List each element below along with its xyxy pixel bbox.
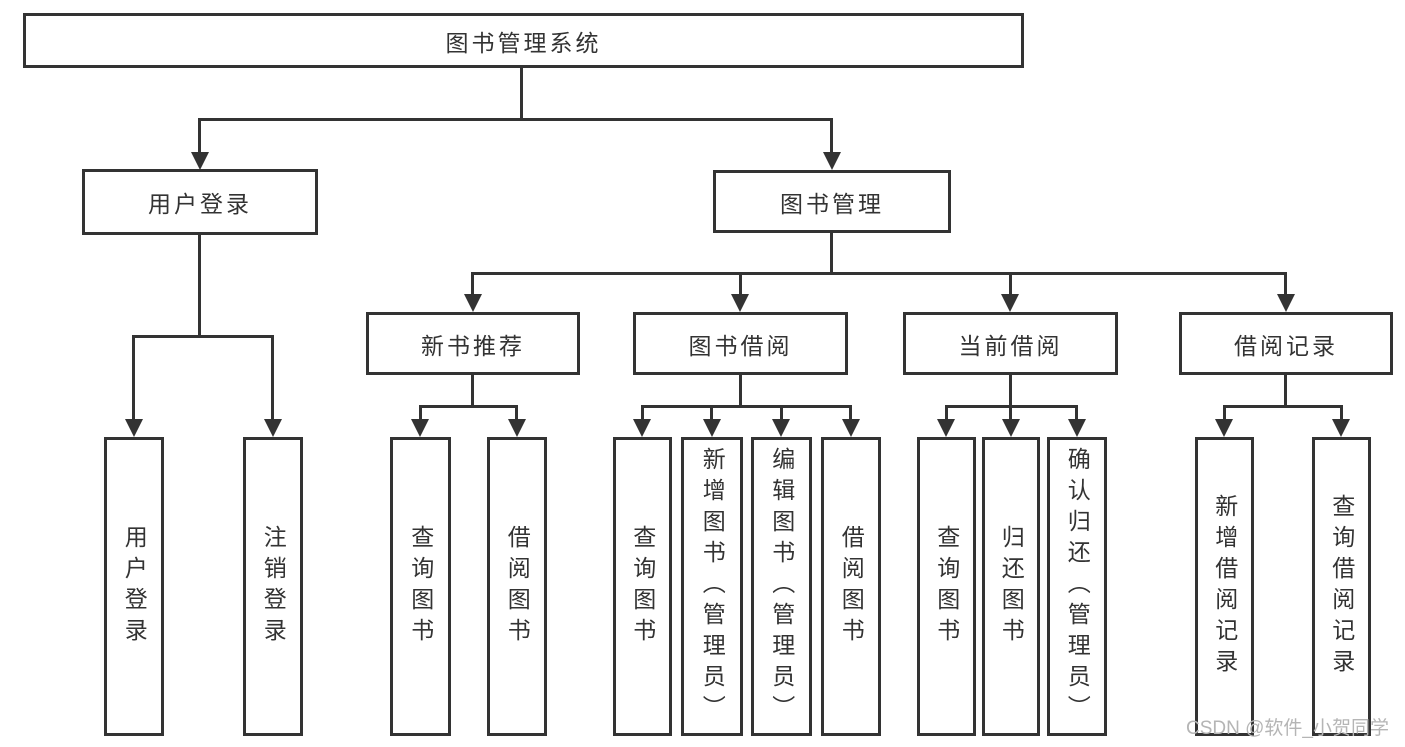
connector-line xyxy=(641,408,644,421)
arrowhead-down xyxy=(1001,294,1019,312)
connector-line xyxy=(830,233,833,275)
connector-line xyxy=(739,275,742,297)
connector-line xyxy=(132,338,135,421)
arrowhead-down xyxy=(1215,419,1233,437)
connector-line xyxy=(1284,275,1287,297)
arrowhead-down xyxy=(1068,419,1086,437)
node-new-book-recommend: 新书推荐 xyxy=(366,312,580,375)
connector-line xyxy=(1009,408,1012,421)
connector-line xyxy=(739,375,742,408)
leaf-label: 借阅图书 xyxy=(838,524,865,649)
arrowhead-down xyxy=(772,419,790,437)
leaf-label: 归还图书 xyxy=(998,524,1025,649)
arrowhead-down xyxy=(411,419,429,437)
connector-line xyxy=(945,408,948,421)
node-label: 当前借阅 xyxy=(958,332,1063,359)
connector-line xyxy=(198,235,201,338)
node-borrow-records: 借阅记录 xyxy=(1179,312,1393,375)
connector-line xyxy=(945,405,1078,408)
leaf-label: 查询图书 xyxy=(629,524,656,649)
node-book-management: 图书管理 xyxy=(713,170,951,233)
arrowhead-down xyxy=(1002,419,1020,437)
connector-line xyxy=(1284,375,1287,408)
arrowhead-down xyxy=(1277,294,1295,312)
leaf-borrowing-borrow-books: 借阅图书 xyxy=(821,437,881,736)
connector-line xyxy=(198,118,833,121)
leaf-label: 查询图书 xyxy=(933,524,960,649)
node-root-system: 图书管理系统 xyxy=(23,13,1024,68)
leaf-records-add-record: 新增借阅记录 xyxy=(1195,437,1254,736)
leaf-recommend-borrow-books: 借阅图书 xyxy=(487,437,547,736)
leaf-borrowing-edit-books-admin: 编辑图书（管理员） xyxy=(751,437,812,736)
leaf-label: 新增图书（管理员） xyxy=(699,447,726,726)
connector-line xyxy=(198,121,201,154)
connector-line xyxy=(710,408,713,421)
connector-line xyxy=(471,375,474,408)
node-current-borrowing: 当前借阅 xyxy=(903,312,1118,375)
connector-line xyxy=(1223,405,1343,408)
leaf-current-return-books: 归还图书 xyxy=(982,437,1040,736)
leaf-borrowing-add-books-admin: 新增图书（管理员） xyxy=(681,437,743,736)
leaf-label: 查询图书 xyxy=(407,524,434,649)
arrowhead-down xyxy=(633,419,651,437)
node-label: 图书借阅 xyxy=(688,332,793,359)
leaf-records-query-record: 查询借阅记录 xyxy=(1312,437,1371,736)
node-label: 用户登录 xyxy=(148,191,252,217)
arrowhead-down xyxy=(937,419,955,437)
arrowhead-down xyxy=(125,419,143,437)
arrowhead-down xyxy=(842,419,860,437)
connector-line xyxy=(515,408,518,421)
connector-line xyxy=(830,121,833,154)
connector-line xyxy=(419,408,422,421)
connector-line xyxy=(1340,408,1343,421)
connector-line xyxy=(520,68,523,121)
leaf-user-login: 用户登录 xyxy=(104,437,164,736)
csdn-watermark: CSDN @软件_小贺同学 xyxy=(1186,718,1389,739)
connector-line xyxy=(132,335,274,338)
node-label: 新书推荐 xyxy=(421,332,525,359)
connector-line xyxy=(1075,408,1078,421)
leaf-borrowing-query-books: 查询图书 xyxy=(613,437,672,736)
leaf-label: 借阅图书 xyxy=(504,524,531,649)
arrowhead-down xyxy=(703,419,721,437)
connector-line xyxy=(471,272,1287,275)
connector-line xyxy=(780,408,783,421)
leaf-current-confirm-return-admin: 确认归还（管理员） xyxy=(1047,437,1107,736)
connector-line xyxy=(641,405,852,408)
arrowhead-down xyxy=(731,294,749,312)
arrowhead-down xyxy=(508,419,526,437)
node-label: 借阅记录 xyxy=(1234,332,1338,359)
leaf-label: 新增借阅记录 xyxy=(1211,493,1238,680)
leaf-current-query-books: 查询图书 xyxy=(917,437,976,736)
node-book-borrowing: 图书借阅 xyxy=(633,312,848,375)
leaf-label: 用户登录 xyxy=(121,524,148,649)
node-user-login: 用户登录 xyxy=(82,169,318,235)
leaf-logout: 注销登录 xyxy=(243,437,303,736)
arrowhead-down xyxy=(191,152,209,170)
connector-line xyxy=(471,275,474,297)
arrowhead-down xyxy=(823,152,841,170)
leaf-label: 编辑图书（管理员） xyxy=(768,447,795,726)
connector-line xyxy=(1009,375,1012,408)
connector-line xyxy=(271,338,274,421)
arrowhead-down xyxy=(464,294,482,312)
arrowhead-down xyxy=(264,419,282,437)
connector-line xyxy=(1223,408,1226,421)
connector-line xyxy=(849,408,852,421)
leaf-recommend-query-books: 查询图书 xyxy=(390,437,451,736)
arrowhead-down xyxy=(1332,419,1350,437)
leaf-label: 确认归还（管理员） xyxy=(1064,447,1091,726)
node-label: 图书管理系统 xyxy=(445,29,602,56)
node-label: 图书管理 xyxy=(780,190,884,217)
connector-line xyxy=(419,405,518,408)
leaf-label: 注销登录 xyxy=(260,524,287,649)
leaf-label: 查询借阅记录 xyxy=(1328,493,1355,680)
connector-line xyxy=(1009,275,1012,297)
